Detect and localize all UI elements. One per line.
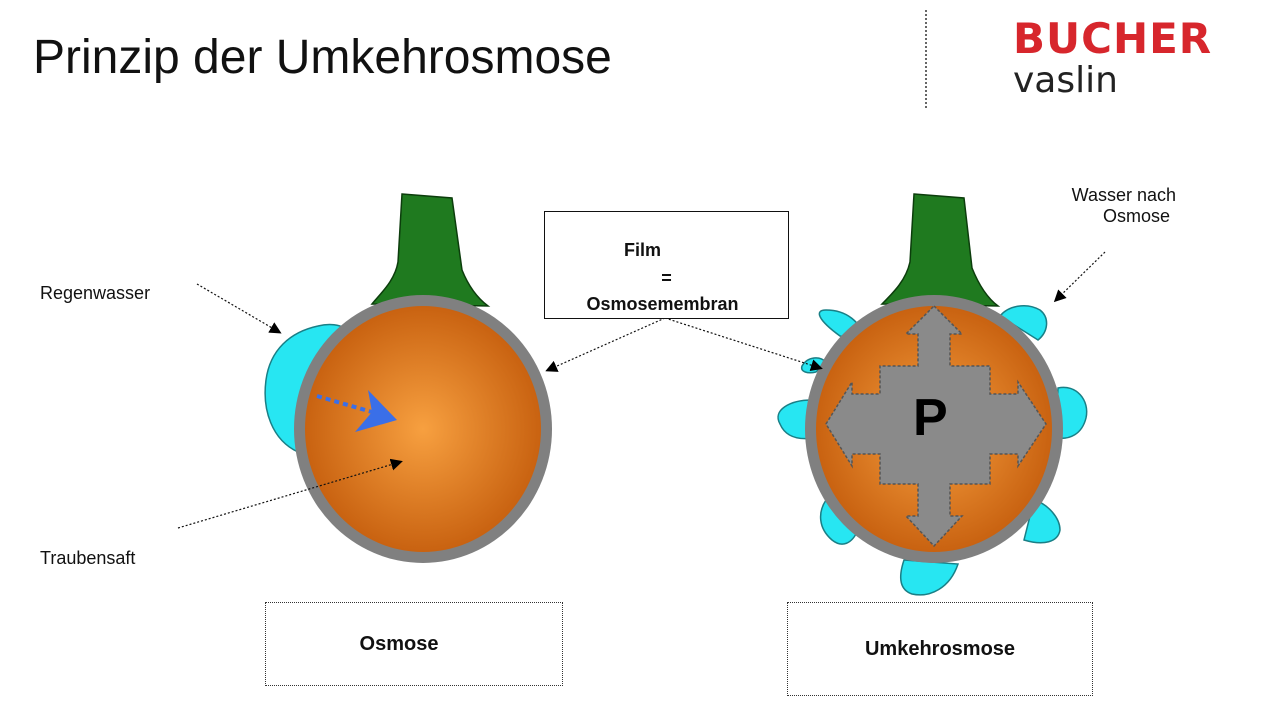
label-regenwasser: Regenwasser xyxy=(40,283,151,303)
label-wasser-line1: Wasser nach xyxy=(1071,185,1176,205)
leader-wasser xyxy=(1053,251,1106,303)
left-grape xyxy=(264,193,552,563)
leader-regenwasser xyxy=(196,283,282,334)
film-membrane-box: Film = Osmosemembran xyxy=(544,211,789,319)
film-line1: Film xyxy=(623,240,661,260)
blue-arrow-head xyxy=(355,390,397,432)
header-divider xyxy=(925,10,927,108)
leader-traubensaft xyxy=(177,458,403,529)
caption-osmose: Osmose xyxy=(265,602,563,686)
left-grape-juice xyxy=(305,306,541,552)
film-line2: = xyxy=(661,268,672,288)
brand-logo: BUCHER vaslin xyxy=(1013,8,1253,108)
pressure-cross-arrows xyxy=(825,304,1047,548)
logo-vaslin-text: vaslin xyxy=(1013,60,1118,101)
caption-umkehrosmose: Umkehrosmose xyxy=(787,602,1093,696)
page-title: Prinzip der Umkehrosmose xyxy=(33,31,612,84)
leader-film-left xyxy=(545,317,666,372)
pressure-label: P xyxy=(913,389,948,447)
logo-bucher-text: BUCHER xyxy=(1013,14,1213,63)
leader-film-right xyxy=(664,317,823,371)
label-wasser-nach-osmose: Wasser nach Osmose xyxy=(1030,185,1176,227)
label-wasser-line2: Osmose xyxy=(1102,206,1170,226)
film-line3: Osmosemembran xyxy=(586,294,739,314)
right-grape xyxy=(777,193,1088,596)
leader-lines xyxy=(177,251,1106,529)
right-stem xyxy=(880,193,1001,307)
label-traubensaft: Traubensaft xyxy=(40,548,136,568)
blue-dotted-arrow-line xyxy=(316,394,373,414)
left-stem xyxy=(370,193,491,307)
